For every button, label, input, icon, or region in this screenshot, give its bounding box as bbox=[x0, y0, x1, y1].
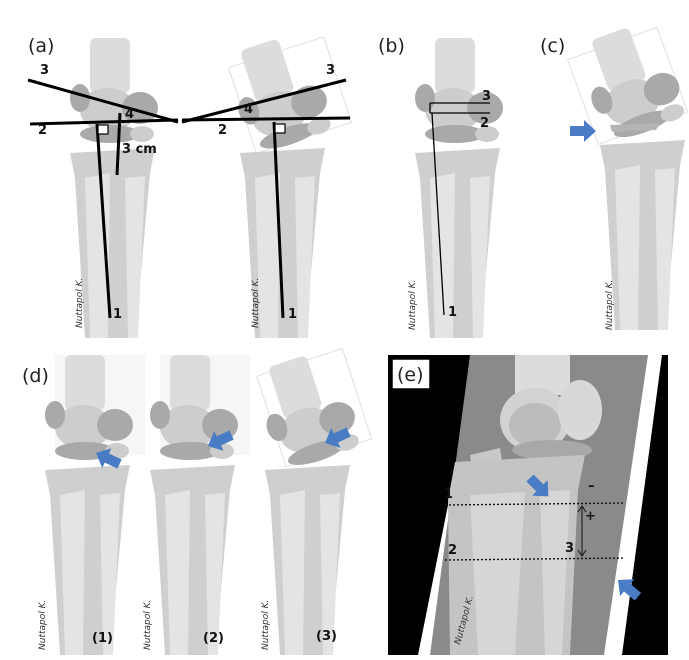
line-1-right bbox=[272, 121, 285, 319]
sub-label-d3: (3) bbox=[316, 629, 337, 644]
panel-b: (b) 3 2 1 Nuttapol K. bbox=[378, 35, 503, 338]
signature-d3: Nuttapol K. bbox=[261, 600, 271, 650]
measure-label: 3 cm bbox=[122, 142, 157, 157]
panel-b-lines bbox=[429, 102, 490, 316]
signature-c: Nuttapol K. bbox=[605, 280, 615, 330]
panel-d-limb-3 bbox=[248, 346, 373, 655]
panel-c-limb bbox=[566, 17, 689, 330]
arrow-c bbox=[570, 120, 596, 142]
plus-sign: + bbox=[585, 509, 596, 524]
line-2-label-e: 2 bbox=[448, 543, 457, 558]
line-2-left bbox=[29, 118, 179, 126]
line-3-label-right: 3 bbox=[326, 63, 335, 78]
panel-d-limb-2 bbox=[150, 355, 250, 655]
line-1-left bbox=[95, 123, 112, 319]
panel-c: (c) Nuttapol K. bbox=[540, 17, 689, 330]
minus-sign: – bbox=[588, 479, 595, 494]
line-1-label-e: 1 bbox=[444, 487, 453, 502]
line-3-label-left: 3 bbox=[40, 63, 49, 78]
panel-a-right-limb bbox=[220, 29, 353, 338]
sub-label-d2: (2) bbox=[203, 631, 224, 646]
signature-d2: Nuttapol K. bbox=[143, 600, 153, 650]
panel-a-right-lines bbox=[181, 78, 351, 319]
signature-a-right: Nuttapol K. bbox=[251, 278, 261, 328]
sub-label-d1: (1) bbox=[92, 631, 113, 646]
panel-b-limb bbox=[415, 38, 503, 338]
panel-a-label: (a) bbox=[28, 35, 54, 57]
line-2-label-right: 2 bbox=[218, 123, 227, 138]
line-3-label-b: 3 bbox=[482, 89, 491, 104]
panel-a: (a) 3 2 4 3 cm 1 Nuttapol K. bbox=[27, 29, 353, 338]
line-1-label-left: 1 bbox=[113, 307, 122, 322]
line-4-label-right: 4 bbox=[244, 102, 253, 117]
signature-d1: Nuttapol K. bbox=[38, 600, 48, 650]
right-angle-right bbox=[274, 123, 286, 134]
line-3-label-e: 3 bbox=[565, 541, 574, 556]
panel-c-label: (c) bbox=[540, 35, 565, 57]
right-angle-left bbox=[97, 124, 109, 135]
line-4-label-left: 4 bbox=[125, 107, 134, 122]
panel-b-label: (b) bbox=[378, 35, 405, 57]
panel-e-label-box bbox=[391, 358, 431, 390]
panel-a-left-lines bbox=[27, 78, 179, 319]
panel-d: (d) (1) Nuttapol K. (2) Nuttapol K. (3) … bbox=[22, 346, 373, 655]
line-2-label-b: 2 bbox=[480, 116, 489, 131]
signature-b: Nuttapol K. bbox=[408, 280, 418, 330]
panel-e: (e) 1 2 3 – + Nuttapol K. bbox=[388, 355, 668, 655]
line-1-label-right: 1 bbox=[288, 307, 297, 322]
panel-d-limb-1 bbox=[45, 355, 145, 655]
line-1-b bbox=[431, 112, 445, 316]
line-measure-left bbox=[115, 112, 122, 176]
panel-e-measure bbox=[577, 505, 587, 557]
panel-e-label: (e) bbox=[397, 364, 424, 386]
signature-a-left: Nuttapol K. bbox=[75, 278, 85, 328]
line-3-left bbox=[27, 78, 179, 124]
line-2-right bbox=[181, 116, 351, 122]
line-1-label-b: 1 bbox=[448, 305, 457, 320]
line-2-label-left: 2 bbox=[38, 123, 47, 138]
panel-d-label: (d) bbox=[22, 365, 49, 387]
line-3-right bbox=[181, 78, 347, 124]
